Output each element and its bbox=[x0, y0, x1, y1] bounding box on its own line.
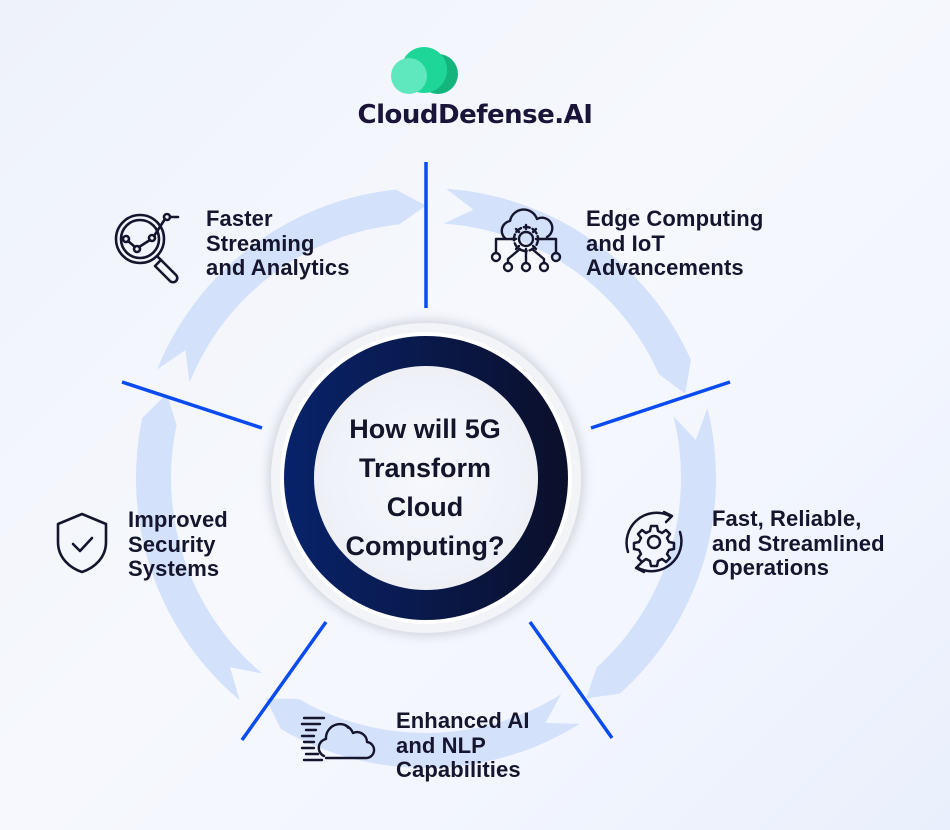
divider-line-lower-left bbox=[240, 620, 328, 742]
magnifier-chart-icon bbox=[114, 212, 180, 284]
center-title-line: Cloud bbox=[386, 492, 464, 522]
item-label: Fast, Reliable, and Streamlined Operatio… bbox=[712, 506, 885, 581]
divider-line-upper-left bbox=[121, 380, 263, 430]
item-label-line: Operations bbox=[712, 555, 830, 580]
item-label: Faster Streaming and Analytics bbox=[206, 206, 350, 281]
item-label-line: and IoT bbox=[586, 230, 665, 256]
item-label: Edge Computing and IoT Advancements bbox=[586, 206, 764, 281]
cloud-gear-network-icon bbox=[490, 208, 562, 273]
cloud-logo-icon bbox=[391, 47, 458, 94]
item-label-line: and NLP bbox=[396, 732, 486, 758]
center-title-line: How will 5G bbox=[349, 414, 501, 444]
item-label-line: and Streamlined bbox=[712, 530, 885, 556]
fast-cloud-icon bbox=[300, 716, 376, 762]
arrow-ring-segment bbox=[136, 393, 263, 701]
item-label-line: and Analytics bbox=[206, 255, 350, 280]
item-label: Improved Security Systems bbox=[128, 507, 228, 582]
arrow-ring-segment bbox=[157, 189, 426, 383]
item-label-line: Fast, Reliable, bbox=[712, 506, 862, 531]
center-title-line: Computing? bbox=[345, 531, 505, 561]
item-label-line: Capabilities bbox=[396, 757, 521, 782]
center-title: How will 5G Transform Cloud Computing? bbox=[330, 410, 520, 566]
center-circle bbox=[268, 320, 584, 636]
divider-line-upper-right bbox=[590, 380, 731, 430]
item-label-line: Enhanced AI bbox=[396, 708, 530, 733]
item-label-line: Improved bbox=[128, 507, 228, 532]
center-title-line: Transform bbox=[358, 453, 492, 483]
divider-line-lower-right bbox=[528, 620, 614, 740]
item-label-line: Edge Computing bbox=[586, 206, 764, 231]
arrow-ring-segment bbox=[265, 694, 580, 768]
arrow-ring-segment bbox=[443, 188, 691, 394]
divider-lines bbox=[121, 162, 731, 742]
brand-name: CloudDefense.AI bbox=[357, 100, 593, 130]
gear-refresh-icon bbox=[625, 510, 683, 574]
arrow-ring bbox=[136, 188, 717, 768]
item-label-line: Faster bbox=[206, 206, 273, 231]
item-label-line: Advancements bbox=[586, 255, 744, 280]
item-label-line: Security bbox=[128, 531, 216, 557]
item-label-line: Systems bbox=[128, 556, 220, 581]
item-label-line: Streaming bbox=[206, 230, 315, 256]
item-label: Enhanced AI and NLP Capabilities bbox=[396, 708, 530, 783]
arrow-ring-segment bbox=[586, 407, 717, 699]
shield-check-icon bbox=[56, 512, 108, 574]
